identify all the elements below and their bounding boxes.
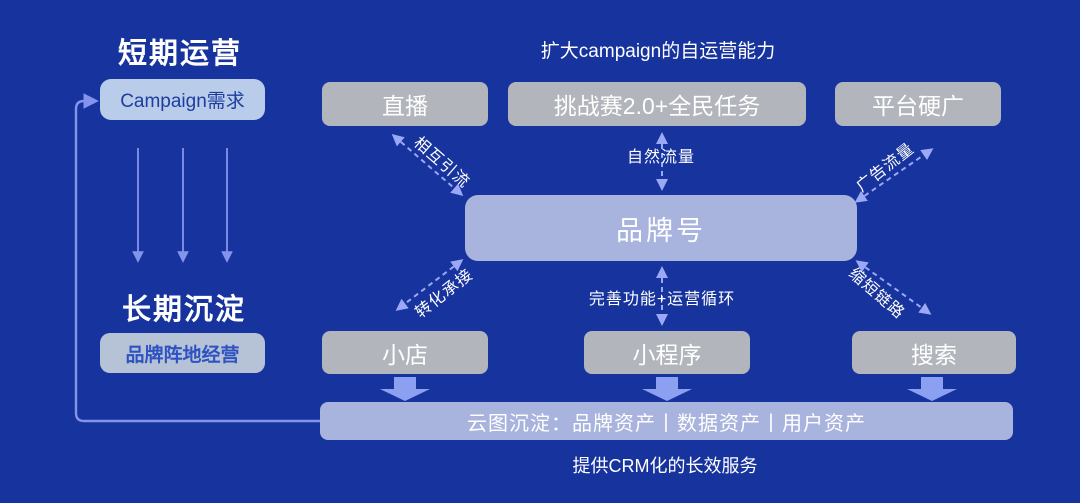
shorten-path-label: 缩短链路 [845,265,908,323]
feedback-loop-arrow [74,93,322,423]
short-term-title: 短期运营 [118,38,243,70]
mini-program-box: 小程序 [584,331,750,374]
live-streaming-box: 直播 [322,82,488,126]
shop-box: 小店 [322,331,488,374]
chunky-down-arrow [642,377,692,401]
organic-traffic-label: 自然流量 [626,149,696,166]
bottom-caption: 提供CRM化的长效服务 [572,456,758,476]
campaign-demand-box: Campaign需求 [100,79,265,120]
chunky-down-arrow [380,377,430,401]
conversion-label: 转化承接 [412,266,477,322]
search-box: 搜索 [852,331,1016,374]
long-term-title: 长期沉淀 [122,294,247,326]
challenge-task-box: 挑战赛2.0+全民任务 [508,82,806,126]
brand-account-box: 品牌号 [465,195,857,261]
top-caption: 扩大campaign的自运营能力 [540,41,776,62]
platform-ads-box: 平台硬广 [835,82,1001,126]
cloud-asset-bar: 云图沉淀：品牌资产丨数据资产丨用户资产 [320,402,1013,440]
brand-base-box: 品牌阵地经营 [100,333,265,373]
chunky-down-arrow [907,377,957,401]
function-loop-label: 完善功能+运营循环 [588,291,736,308]
mutual-traffic-label: 相互引流 [410,134,473,192]
ad-traffic-label: 广告流量 [853,140,918,196]
